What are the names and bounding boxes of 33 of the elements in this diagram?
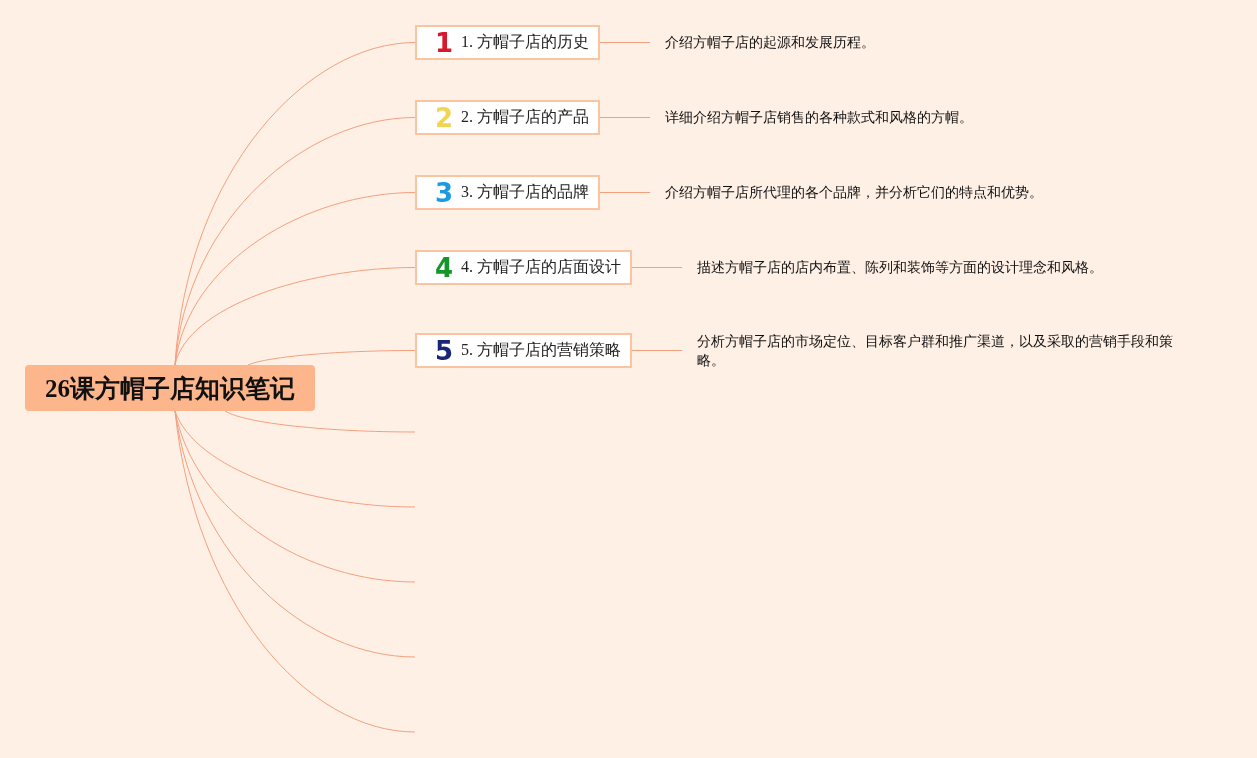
description-text: 介绍方帽子店的起源和发展历程。 [665, 33, 1225, 52]
topic-text: 1. 方帽子店的历史 [461, 32, 590, 52]
branch-line [174, 117, 416, 366]
topic-box [415, 175, 600, 210]
number-icon: 3 [435, 179, 454, 206]
topic-text: 3. 方帽子店的品牌 [461, 182, 590, 202]
topic-box [415, 100, 600, 135]
central-topic-text: 26课方帽子店知识笔记 [45, 373, 295, 404]
number-icon: 5 [435, 337, 454, 364]
branch-line [631, 267, 683, 268]
branch-line [174, 410, 416, 733]
topic-text: 2. 方帽子店的产品 [461, 107, 590, 127]
description-text: 详细介绍方帽子店销售的各种款式和风格的方帽。 [665, 108, 1225, 127]
central-topic-box [25, 365, 315, 411]
description-text: 分析方帽子店的市场定位、目标客户群和推广渠道，以及采取的营销手段和策略。 [697, 332, 1182, 370]
number-icon: 1 [435, 29, 454, 56]
branch-line [599, 42, 651, 43]
branch-line [599, 117, 651, 118]
branch-line [631, 350, 683, 351]
branch-line [174, 410, 416, 508]
branch-line [174, 267, 416, 366]
number-icon: 4 [435, 254, 454, 281]
branch-line [224, 410, 416, 433]
topic-text: 5. 方帽子店的营销策略 [461, 340, 622, 360]
number-icon: 2 [435, 104, 454, 131]
topic-box [415, 250, 632, 285]
topic-box [415, 25, 600, 60]
description-text: 介绍方帽子店所代理的各个品牌，并分析它们的特点和优势。 [665, 183, 1225, 202]
description-text: 描述方帽子店的店内布置、陈列和装饰等方面的设计理念和风格。 [697, 258, 1217, 277]
branch-line [599, 192, 651, 193]
topic-box [415, 333, 632, 368]
topic-text: 4. 方帽子店的店面设计 [461, 257, 622, 277]
branch-line [247, 350, 416, 366]
